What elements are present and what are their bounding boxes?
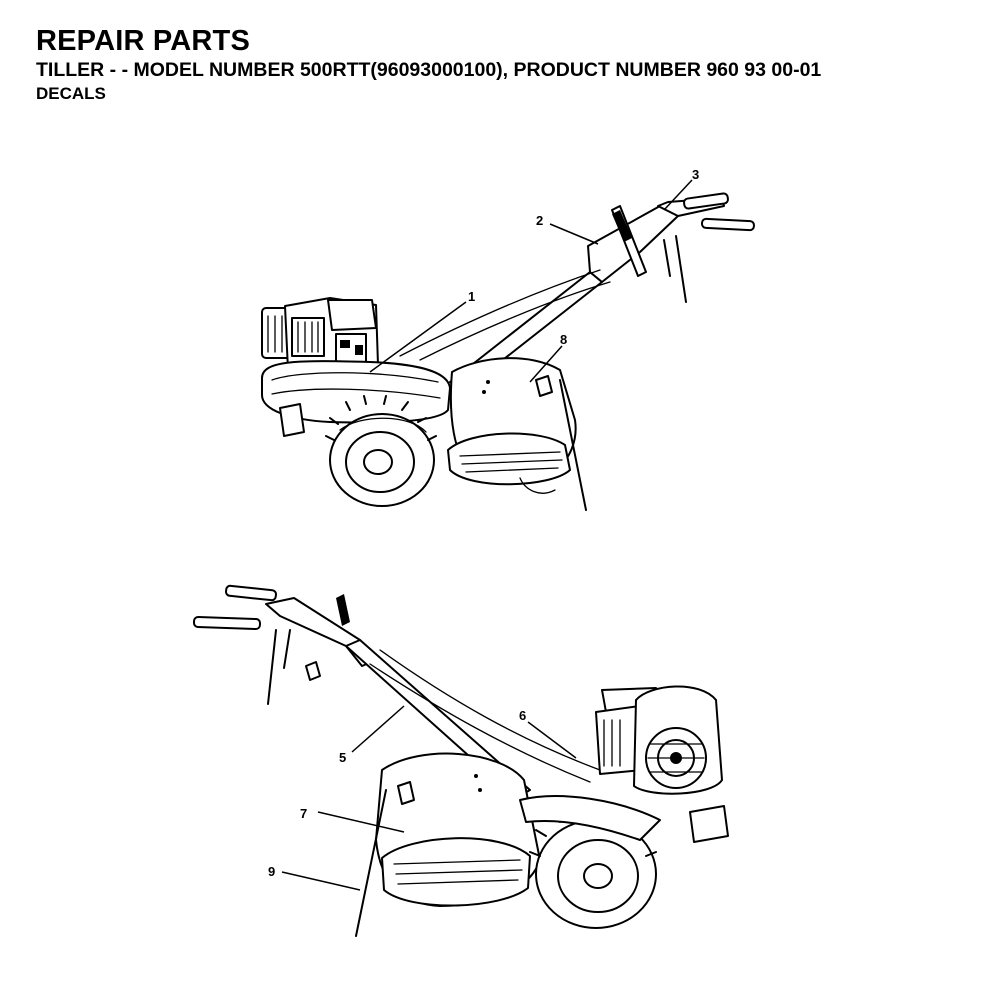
callout-leaders [281,179,693,891]
upper-wheel [325,395,437,507]
callout-7: 7 [300,806,307,821]
callout-3: 3 [692,167,699,182]
callout-1: 1 [468,289,475,304]
upper-tiller-illustration [261,192,755,511]
lower-engine [595,685,729,843]
callout-8: 8 [560,332,567,347]
lower-wheel [529,805,657,929]
callout-5: 5 [339,750,346,765]
page-title: REPAIR PARTS [36,25,251,57]
callout-2: 2 [536,213,543,228]
callout-6: 6 [519,708,526,723]
callout-9: 9 [268,864,275,879]
upper-engine [261,297,379,371]
upper-handlebar [399,192,755,393]
page-subtitle: TILLER - - MODEL NUMBER 500RTT(960930001… [36,59,822,81]
section-title: DECALS [36,84,106,103]
lower-tiller-illustration [192,584,729,937]
page-header: REPAIR PARTS TILLER - - MODEL NUMBER 500… [36,26,821,105]
